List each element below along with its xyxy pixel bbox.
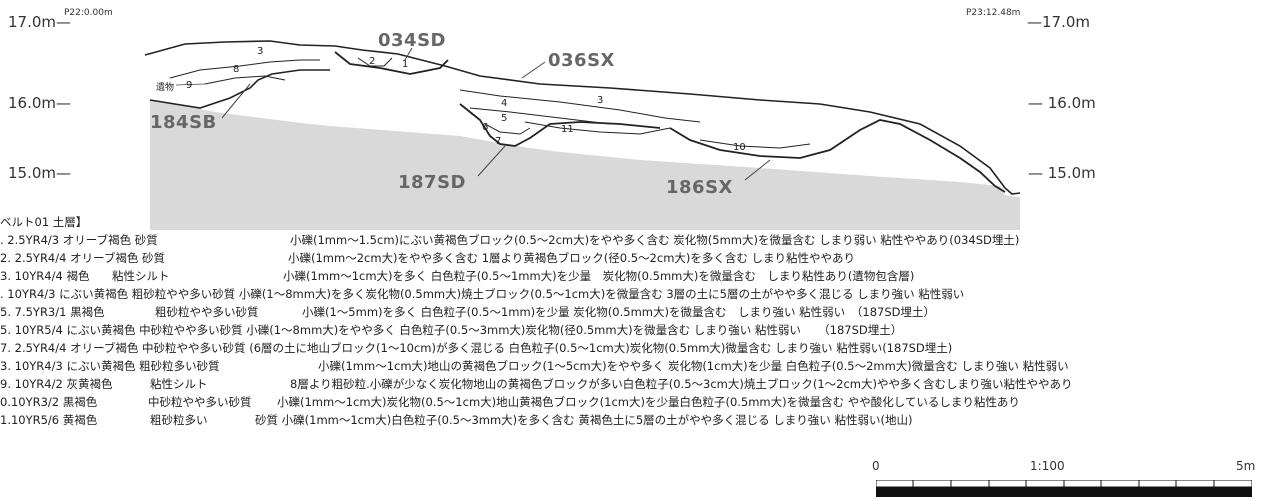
base-boundary (149, 69, 330, 109)
layer-number: 9 (186, 80, 193, 91)
elevation-17-left: 17.0m— (8, 13, 72, 31)
feature-034sd-outline (334, 51, 449, 75)
feature-label-186sx: 186SX (666, 177, 733, 198)
artifact-label: 遺物 (156, 83, 175, 93)
feature-187sd-outline (459, 103, 661, 147)
scale-bar (876, 480, 1252, 497)
layer-10-boundary (699, 139, 811, 149)
ground-fill-lower (150, 100, 1020, 230)
layer-8-boundary (204, 75, 286, 85)
leader-184sb (221, 83, 251, 119)
point-left: P22:0.00m (64, 8, 113, 18)
elevation-15-right: — 15.0m (1028, 164, 1096, 182)
leader-artifact (175, 83, 206, 86)
layer-number: 6 (482, 122, 489, 133)
layer-number: 10 (733, 142, 746, 153)
leader-187sd (477, 145, 506, 177)
leader-034sd (404, 47, 413, 61)
layer-number: 1 (402, 59, 409, 70)
leader-186sx (744, 159, 771, 181)
leader-036sx (521, 61, 546, 79)
feature-label-184sb: 184SB (150, 112, 217, 133)
legend-title: ベルト01 土層】 (0, 215, 88, 229)
point-right: P23:12.48m (966, 8, 1021, 18)
feature-label-187sd: 187SD (398, 172, 466, 193)
layer-6-boundary (484, 123, 531, 135)
layer-number: 5 (501, 113, 508, 124)
elevation-15-left: 15.0m— (8, 164, 72, 182)
scale-max: 5m (1236, 459, 1256, 473)
layer-number: 3 (257, 46, 264, 57)
surface-line (144, 40, 1021, 195)
layer-number: 4 (501, 98, 508, 109)
layer-number: 3 (597, 95, 604, 106)
layer-number: 8 (233, 64, 240, 75)
layer-number: 7 (495, 136, 502, 147)
layer-5-boundary (469, 107, 611, 125)
elevation-17-right: —17.0m (1027, 13, 1091, 31)
layer-4-boundary (459, 89, 701, 123)
layer-2-boundary (357, 57, 393, 67)
soil-section-drawing (144, 40, 1021, 230)
elevation-16-left: 16.0m— (8, 94, 72, 112)
scale-zero: 0 (872, 459, 880, 473)
elevation-16-right: — 16.0m (1028, 94, 1096, 112)
feature-186sx-outline (669, 119, 1006, 193)
layer-11-boundary (524, 121, 671, 135)
feature-184sb-boundary (169, 59, 320, 79)
feature-label-034sd: 034SD (378, 30, 446, 51)
layer-number: 2 (369, 56, 376, 67)
feature-label-036sx: 036SX (548, 50, 615, 71)
scale-ratio: 1:100 (1030, 459, 1065, 473)
layer-number: 11 (561, 124, 574, 135)
